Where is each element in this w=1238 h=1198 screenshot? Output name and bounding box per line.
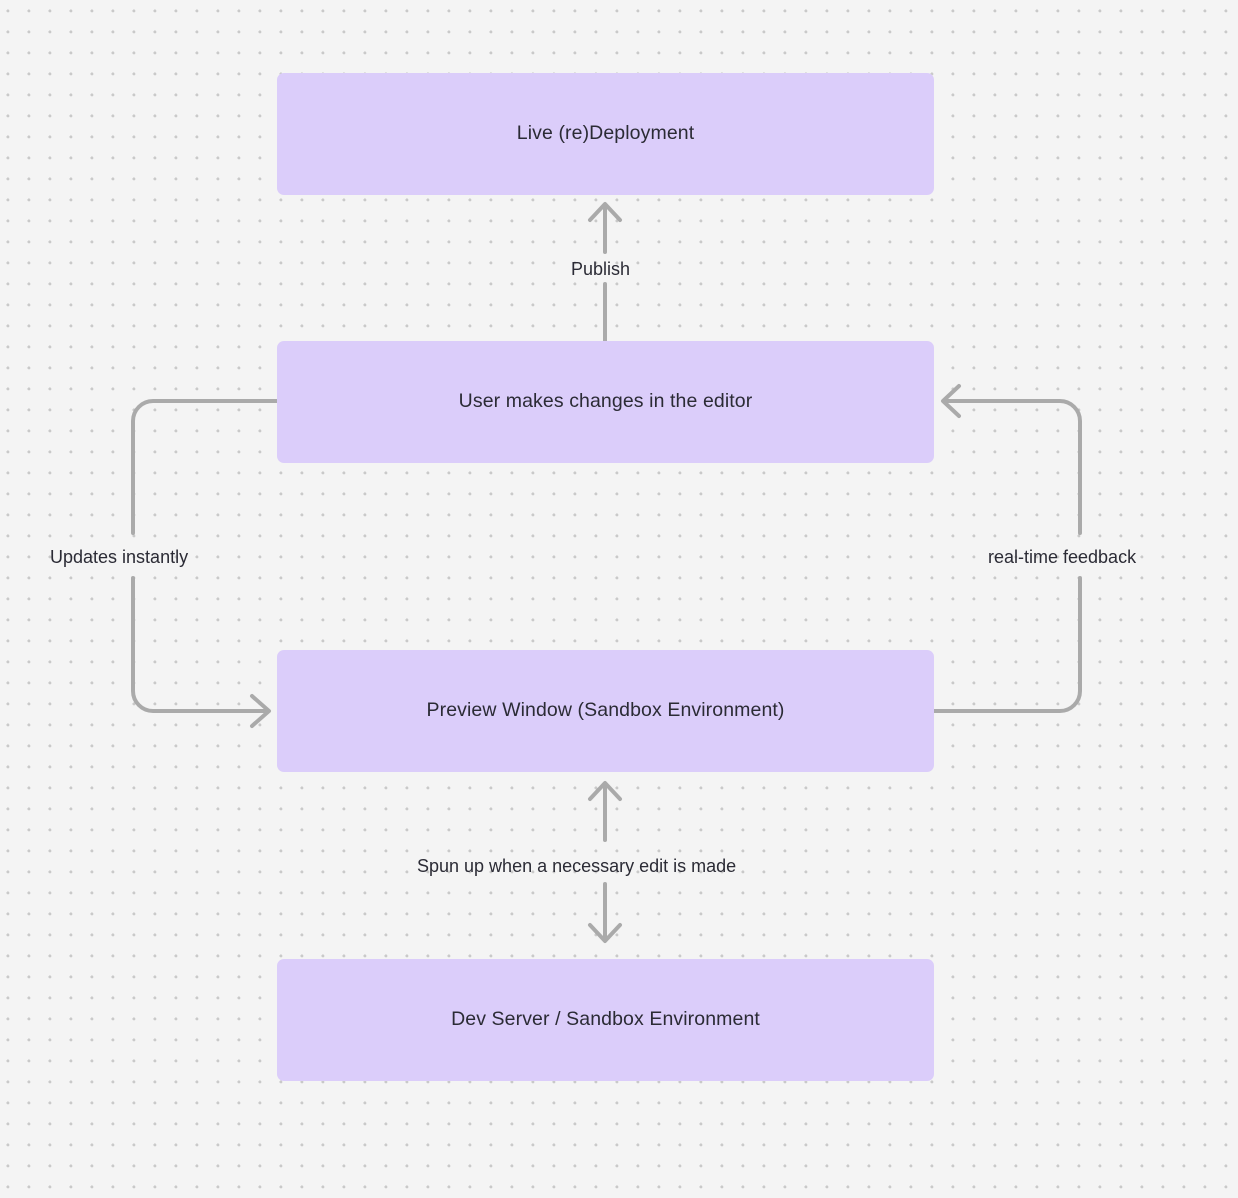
edge-label-realtime-feedback: real-time feedback (988, 547, 1137, 567)
edge-realtime-arrowhead (941, 384, 961, 418)
edge-label-spun-up: Spun up when a necessary edit is made (417, 856, 737, 876)
edge-label-publish: Publish (571, 259, 631, 279)
edge-spunup-up-arrowhead (588, 781, 622, 801)
edge-realtime-lower-segment (932, 576, 1082, 713)
node-live-redeployment-label: Live (re)Deployment (516, 122, 695, 145)
edge-spunup-down-arrowhead (588, 923, 622, 943)
edge-label-updates-instantly: Updates instantly (50, 547, 189, 567)
node-user-makes-changes-label: User makes changes in the editor (458, 390, 753, 413)
node-dev-server[interactable]: Dev Server / Sandbox Environment (277, 959, 934, 1081)
edge-realtime-feedback (932, 384, 1082, 713)
edge-realtime-upper-segment (942, 399, 1082, 535)
edge-updates-instantly (131, 399, 279, 728)
edge-updates-arrowhead (250, 694, 271, 728)
edge-publish (588, 202, 622, 343)
node-dev-server-label: Dev Server / Sandbox Environment (451, 1008, 760, 1031)
node-live-redeployment[interactable]: Live (re)Deployment (277, 73, 934, 195)
edge-updates-lower-segment (131, 576, 270, 713)
node-preview-window-label: Preview Window (Sandbox Environment) (426, 699, 785, 722)
node-user-makes-changes[interactable]: User makes changes in the editor (277, 341, 934, 463)
node-preview-window[interactable]: Preview Window (Sandbox Environment) (277, 650, 934, 772)
edge-publish-arrowhead (588, 202, 622, 222)
edge-spun-up (588, 781, 622, 943)
edge-updates-upper-segment (131, 399, 279, 535)
